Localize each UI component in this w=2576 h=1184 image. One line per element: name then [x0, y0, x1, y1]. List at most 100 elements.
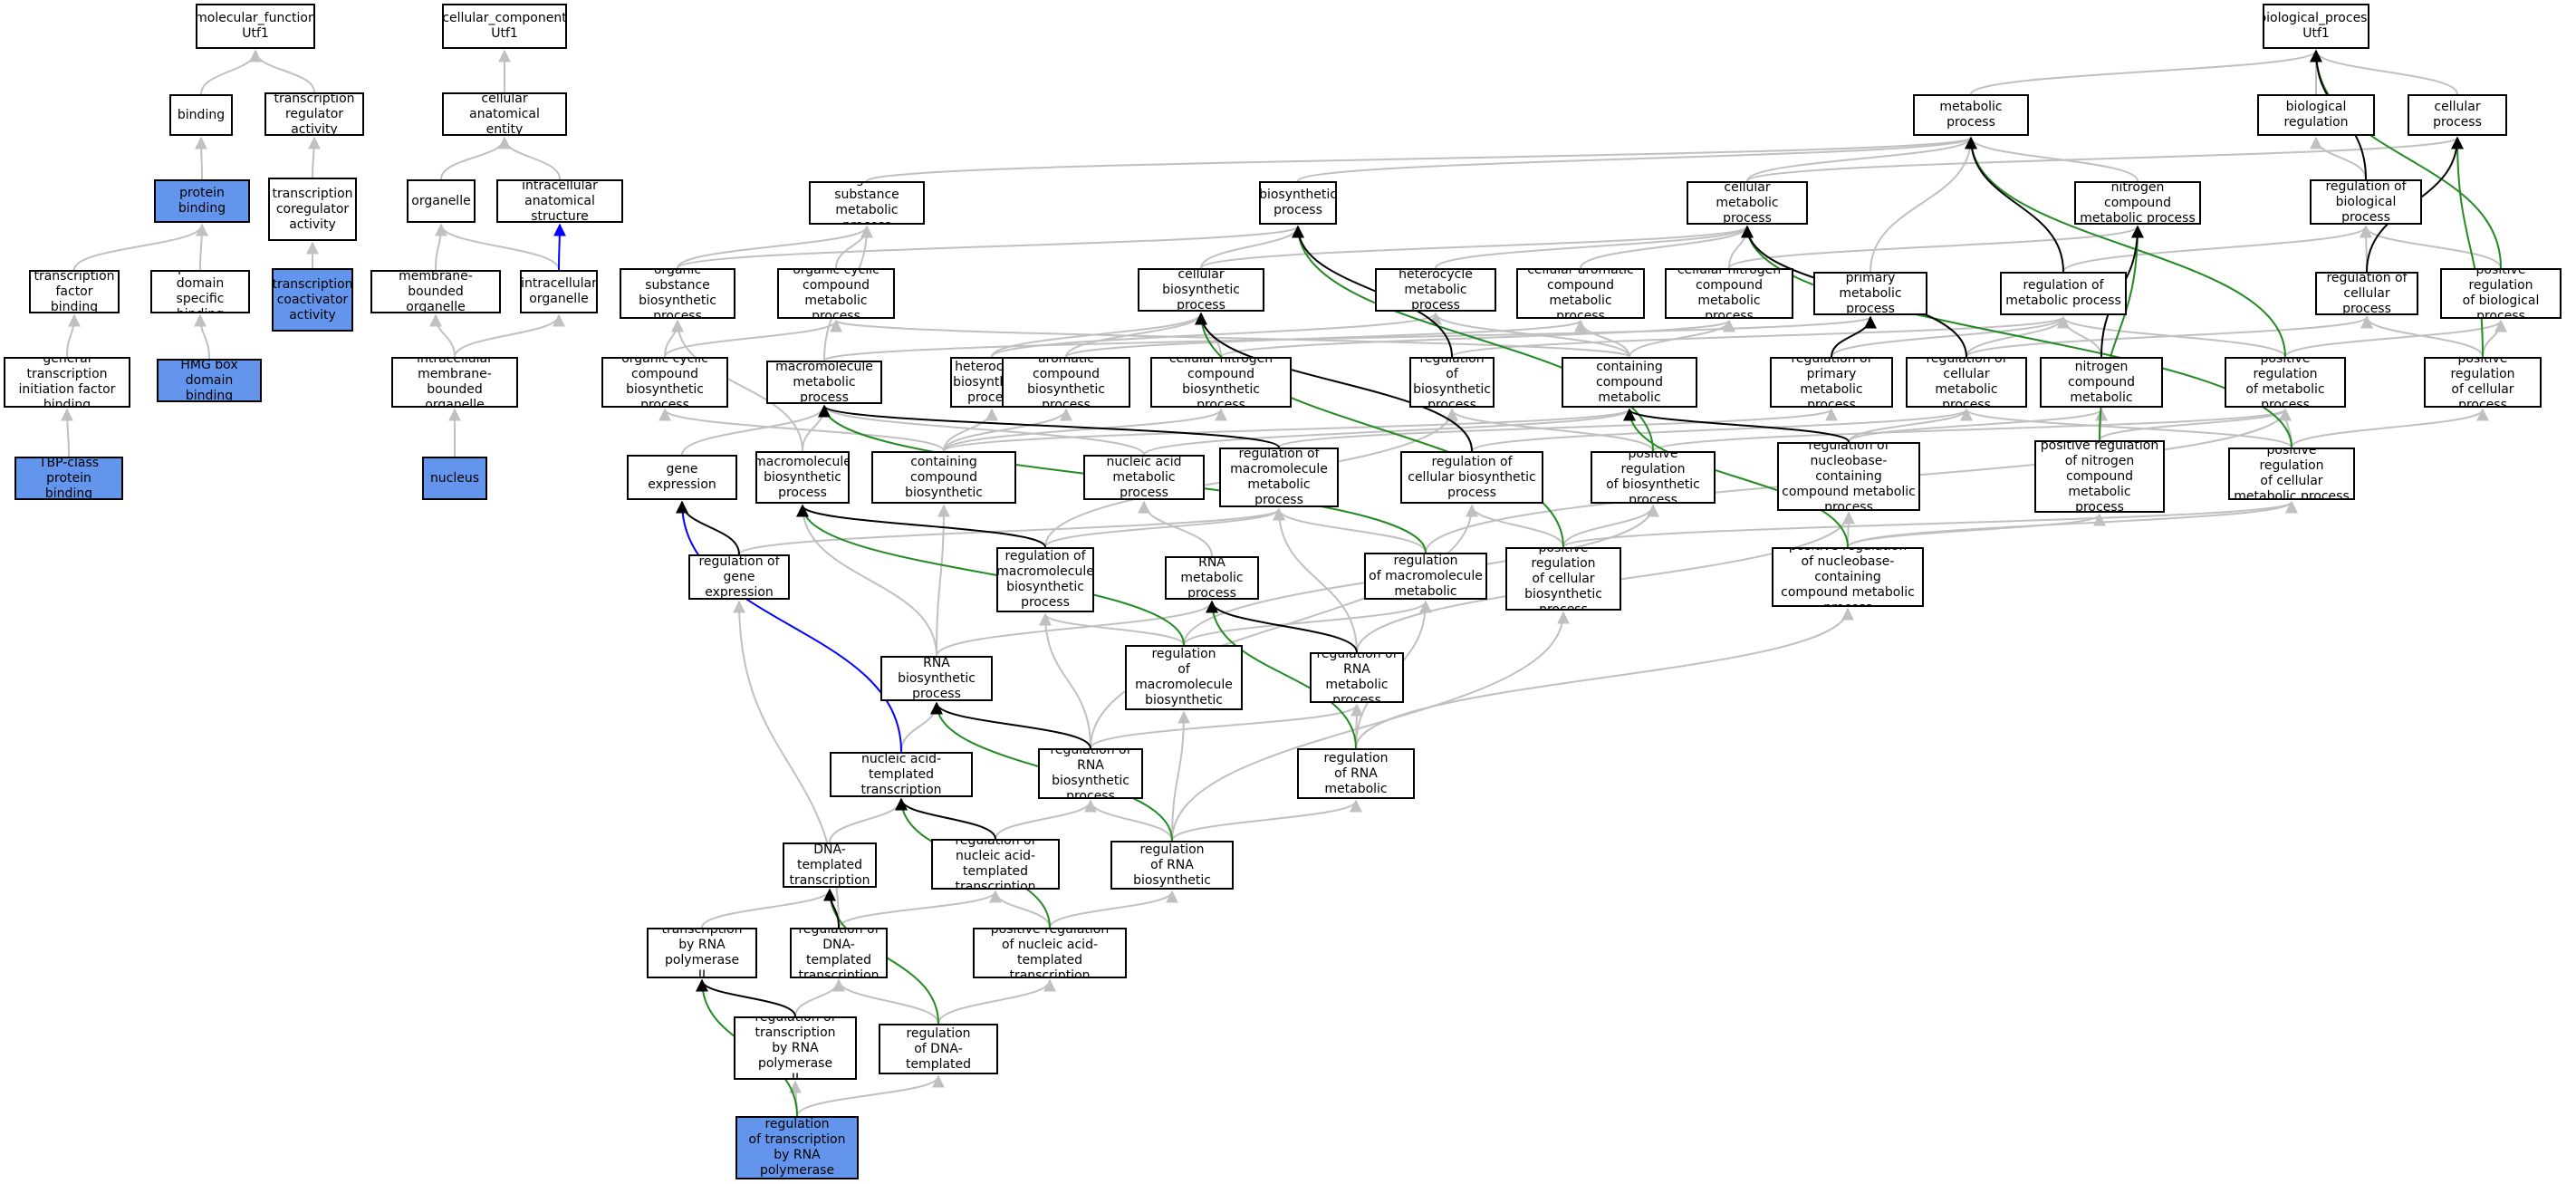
edge-is-a-posregdtt-to-posregnatt — [937, 978, 1056, 1025]
edge-is-a-nccbp-to-hbp — [943, 408, 998, 452]
go-term-nccbp: nucleobase-containing compound biosynthe… — [871, 451, 1016, 504]
edge-regulates-regnatt-to-natt — [895, 797, 996, 840]
edge-is-a-nccmp-to-occmp — [830, 319, 1630, 358]
go-term-regtrpol2: regulation of transcription by RNA polym… — [734, 1016, 857, 1080]
edge-is-a-regmacromp-to-regpmp — [1278, 408, 1838, 448]
edge-is-a-posregrnabp-to-posregcbp — [1171, 611, 1570, 842]
go-term-posregdtt: positive regulation of DNA-templated tra… — [879, 1024, 998, 1074]
go-term-dtt: DNA-templated transcription — [783, 842, 877, 888]
edge-positively-regulates-posregrnamp-to-rnamp — [1206, 600, 1357, 749]
edge-is-a-nccbp-to-occbp — [658, 408, 945, 452]
go-term-protbind: protein binding — [154, 179, 250, 223]
go-term-geneexp: gene expression — [627, 455, 737, 500]
edge-is-a-natt-to-rnabp — [900, 701, 943, 753]
go-term-cacmp: cellular aromatic compound metabolic pro… — [1516, 268, 1645, 319]
edge-regulates-regtrpol2-to-trpol2 — [696, 978, 796, 1017]
go-term-bioreg: biological regulation — [2257, 94, 2375, 136]
edge-is-a-posregmp-to-regmp — [2057, 315, 2286, 358]
edge-is-a-hmp-to-cellmetab — [1435, 225, 1754, 269]
go-term-regdtt: regulation of DNA-templated transcriptio… — [790, 928, 888, 978]
edge-part-of-io-to-ias — [553, 223, 566, 271]
edge-is-a-regrnabp-to-regrnamp — [1090, 703, 1363, 749]
edge-is-a-organelle-to-cae — [440, 136, 511, 180]
edge-positively-regulates-posregcellmp-to-cellmetab — [1741, 225, 2292, 448]
edge-is-a-rnabp-to-macrobp — [796, 504, 937, 657]
edge-is-a-posregcp-to-regcp — [2360, 315, 2484, 358]
edge-is-a-ias-to-cae — [498, 136, 561, 180]
edge-is-a-regbiosyn-to-regmp — [1451, 315, 2070, 358]
go-term-ncmp: nitrogen compound metabolic process — [2074, 181, 2201, 225]
go-term-binding: binding — [169, 94, 233, 136]
edge-is-a-trreg-to-mf — [249, 49, 315, 93]
edge-regulates-regpmp-to-pmp — [1831, 315, 1877, 358]
go-term-trcoreg: transcription coregulator activity — [268, 178, 357, 241]
edge-positively-regulates-posregnccmp-to-nccmp — [1623, 408, 1849, 548]
go-term-cncmp: cellular nitrogen compound metabolic pro… — [1665, 268, 1793, 319]
edge-regulates-regdtt-to-dtt — [823, 888, 840, 929]
edge-is-a-posregrnabp-to-posregmacrobp — [1171, 710, 1190, 842]
go-term-regmacrobp: regulation of macromolecule biosynthetic… — [996, 547, 1094, 612]
edge-regulates-regrnabp-to-rnabp — [930, 701, 1091, 749]
edge-is-a-hbp-to-hmp — [991, 312, 1442, 358]
edge-is-a-rnabp-to-rnamp — [936, 600, 1218, 657]
edge-is-a-dtt-to-natt — [829, 797, 908, 843]
edge-regulates-regcbp-to-cbp — [1195, 312, 1473, 452]
edge-is-a-osmp-to-metab — [866, 136, 1977, 182]
go-term-posregnatt: positive regulation of nucleic acid-temp… — [973, 928, 1127, 978]
edge-is-a-posregcellmp-to-posregcp — [2291, 408, 2489, 448]
edge-is-a-regmacrobp-to-regmacromp — [1044, 507, 1285, 548]
edge-is-a-nccbp-to-acbp — [943, 408, 1072, 452]
go-term-regcellmp: regulation of cellular metabolic process — [1906, 357, 2027, 408]
go-term-posregtrpol2: positive regulation of transcription by … — [735, 1116, 859, 1179]
edge-is-a-trpol2-to-dtt — [701, 888, 836, 929]
go-term-posregcbp: positive regulation of cellular biosynth… — [1505, 547, 1621, 611]
go-term-pdomain: protein domain specific binding — [150, 270, 250, 313]
edge-positively-regulates-posregmp-to-metab — [1965, 136, 2286, 358]
edge-regulates-regmacrobp-to-macrobp — [796, 504, 1046, 548]
edge-is-a-posregbiosyn-to-posregmp — [1652, 408, 2292, 452]
edge-is-a-cbp-to-cellmetab — [1200, 225, 1754, 269]
go-term-cellproc: cellular process — [2408, 94, 2507, 136]
go-term-posregmacromp: positive regulation of macromolecule met… — [1364, 553, 1487, 600]
edge-is-a-cncmp-to-ncmp — [1728, 225, 2144, 269]
edge-regulates-regnccmp-to-nccmp — [1623, 408, 1850, 443]
go-term-posregcellmp: positive regulation of cellular metaboli… — [2228, 448, 2355, 500]
go-term-posregcp: positive regulation of cellular process — [2424, 357, 2542, 408]
go-term-posregrnabp: positive regulation of RNA biosynthetic … — [1110, 841, 1234, 890]
edge-is-a-posregmacromp-to-regmacromp — [1273, 507, 1427, 553]
go-term-macrobp: macromolecule biosynthetic process — [755, 451, 850, 504]
edge-is-a-pdomain-to-protbind — [195, 223, 208, 271]
edge-is-a-regpmp-to-regmp — [1831, 315, 2070, 358]
go-term-cbp: cellular biosynthetic process — [1138, 268, 1264, 312]
go-term-regmp: regulation of metabolic process — [2000, 272, 2127, 315]
edge-is-a-nccbp-to-cncbp — [943, 408, 1227, 452]
edge-is-a-rnabp-to-nccbp — [936, 504, 950, 657]
edge-is-a-hmg-to-pdomain — [194, 313, 210, 360]
go-term-hmp: heterocycle metabolic process — [1375, 268, 1496, 312]
edge-is-a-posregcellmp-to-regcellmp — [1960, 408, 2292, 448]
go-term-regnatt: regulation of nucleic acid-templated tra… — [931, 839, 1060, 890]
edge-is-a-cellmetab-to-metab — [1746, 136, 1977, 182]
go-term-posregmacrobp: positive regulation of macromolecule bio… — [1125, 645, 1243, 710]
edge-is-a-regncmp-to-regmp — [2057, 315, 2102, 358]
edge-is-a-posregnatt-to-regnatt — [989, 890, 1051, 929]
go-term-regbiosyn: regulation of biosynthetic process — [1409, 357, 1495, 408]
edge-is-a-posregrnamp-to-posregnccmp — [1355, 607, 1854, 749]
go-term-rnamp: RNA metabolic process — [1165, 556, 1259, 600]
edge-is-a-nccmp-to-hmp — [1429, 312, 1630, 358]
edge-is-a-macromp-to-pmp — [823, 315, 1877, 361]
edge-is-a-tbp-to-gtif — [61, 408, 74, 457]
edge-is-a-rnamp-to-namp — [1138, 500, 1213, 557]
go-term-rnabp: RNA biosynthetic process — [880, 656, 993, 701]
edge-is-a-protbind-to-binding — [195, 136, 208, 180]
go-term-mf: molecular_function Utf1 — [196, 4, 315, 49]
edge-is-a-imbo-to-mbo — [429, 313, 456, 358]
go-term-gtif: general transcription initiation factor … — [4, 357, 130, 408]
edge-is-a-posregbiosyn-to-regbiosyn — [1446, 408, 1654, 452]
go-term-posregnccmp: positive regulation of nucleobase-contai… — [1772, 547, 1924, 607]
edge-is-a-binding-to-mf — [200, 49, 262, 95]
go-term-regrnamp: regulation of RNA metabolic process — [1310, 652, 1404, 703]
go-term-regnccmp: regulation of nucleobase-containing comp… — [1777, 442, 1920, 511]
